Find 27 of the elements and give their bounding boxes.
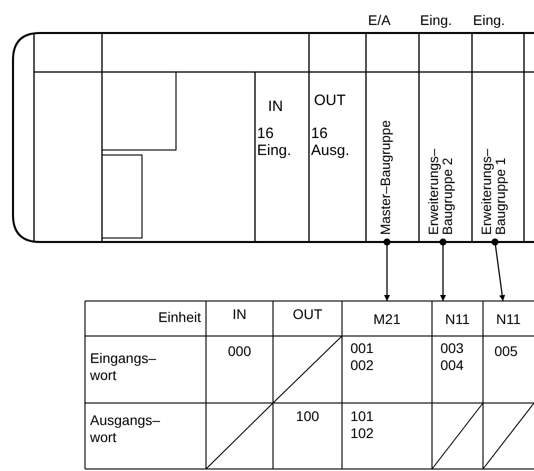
unit-label: 16 Ausg.	[311, 125, 350, 159]
io-label: Eing.	[473, 12, 506, 29]
table-text: 101 102	[349, 408, 375, 442]
arrow	[440, 238, 446, 301]
table-text: 100	[294, 408, 320, 425]
table-text: 001 002	[349, 340, 375, 374]
module-name: Erweiterungs– Baugruppe 1	[480, 148, 508, 235]
table-header-cell: M21	[342, 301, 432, 336]
table-text: 005	[493, 343, 519, 360]
unit-label: 16 Eing.	[257, 125, 292, 159]
table-header-cell: N11	[483, 301, 534, 336]
table-header-cell: N11	[432, 301, 483, 336]
table-text: 000	[226, 343, 252, 360]
unit-label: OUT	[314, 92, 347, 109]
table-text: Einheit	[157, 309, 201, 326]
table-text: OUT	[292, 306, 324, 323]
table-text: Ausgangs– wort	[90, 412, 162, 446]
module-name: Erweiterungs– Baugruppe 2	[427, 148, 455, 235]
table-text: 003 004	[439, 340, 465, 374]
module-name: Master–Baugruppe	[379, 119, 393, 235]
arrow	[384, 238, 390, 301]
table-text: IN	[232, 306, 248, 323]
table-text: Eingangs– wort	[90, 350, 158, 384]
io-label: E/A	[368, 12, 392, 29]
unit-label: IN	[268, 98, 284, 115]
io-label: Eing.	[420, 12, 453, 29]
arrow	[492, 238, 506, 302]
